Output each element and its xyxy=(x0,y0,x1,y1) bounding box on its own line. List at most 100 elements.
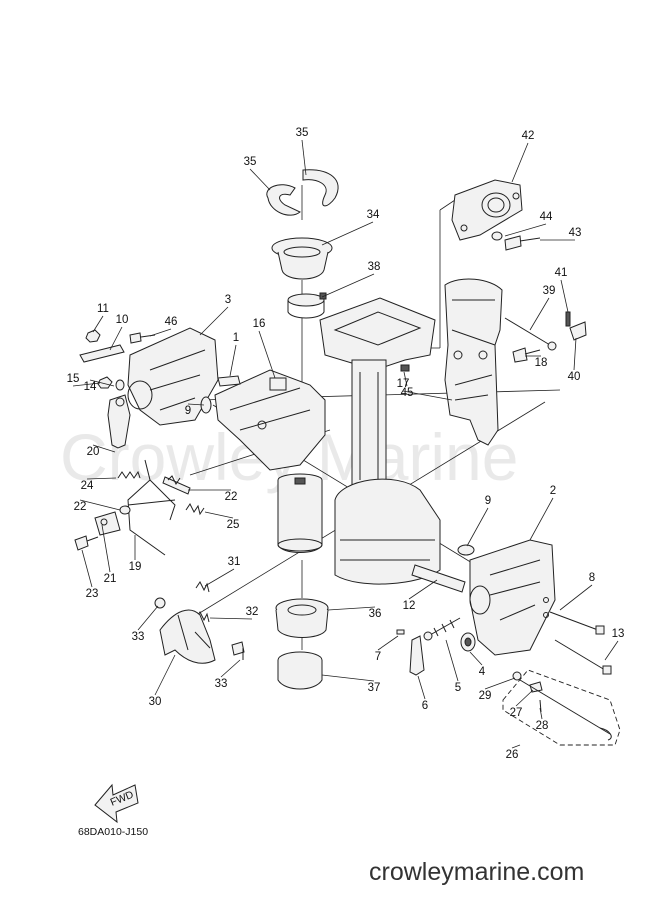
part-37-wrap xyxy=(277,651,323,690)
part-9-washer-right xyxy=(457,544,475,556)
callout-leader-32 xyxy=(209,617,253,620)
callout-42: 42 xyxy=(522,130,535,142)
callout-leader-9 xyxy=(466,507,489,547)
callout-leader-12 xyxy=(408,579,438,600)
part-26-kit xyxy=(502,669,621,746)
callout-9: 9 xyxy=(185,405,191,417)
callout-38: 38 xyxy=(368,261,381,273)
callout-leader-6 xyxy=(417,675,426,700)
part-small-left xyxy=(79,329,156,391)
callout-17: 17 xyxy=(397,378,410,390)
callout-leader-1 xyxy=(229,344,237,377)
callout-leader-33 xyxy=(137,605,159,631)
callout-45: 45 xyxy=(401,387,414,399)
callout-6: 6 xyxy=(422,700,428,712)
callout-44: 44 xyxy=(540,211,553,223)
callout-leader-10 xyxy=(109,326,123,351)
callout-leader-41 xyxy=(560,279,569,313)
callout-leader-13 xyxy=(604,640,619,661)
callout-12: 12 xyxy=(403,600,416,612)
callout-leader-24 xyxy=(86,477,117,480)
callout-22: 22 xyxy=(74,501,87,513)
footer-site: crowleymarine.com xyxy=(369,858,584,886)
callout-leader-42 xyxy=(511,142,529,183)
callout-leader-16 xyxy=(258,330,276,379)
callout-1: 1 xyxy=(233,332,239,344)
callout-leader-28 xyxy=(539,707,543,720)
callout-31: 31 xyxy=(228,556,241,568)
diagram-code: 68DA010-J150 xyxy=(78,826,148,838)
callout-leader-8 xyxy=(559,584,593,611)
callout-leader-31 xyxy=(204,568,235,587)
callout-leader-9 xyxy=(187,403,205,406)
part-19-rod xyxy=(127,459,176,556)
part-39-40-41-18 xyxy=(504,311,587,363)
callout-leader-22 xyxy=(79,499,121,511)
part-25-spring xyxy=(185,503,205,516)
part-21-23-bits xyxy=(74,505,131,551)
part-center-housing xyxy=(319,297,441,585)
part-4-cap xyxy=(460,632,476,652)
callout-leader-30 xyxy=(154,654,176,696)
part-33-bolts xyxy=(154,597,245,660)
callout-leader-3 xyxy=(199,306,229,336)
callout-25: 25 xyxy=(227,519,240,531)
callout-leader-17 xyxy=(402,390,453,401)
callout-leader-20 xyxy=(92,444,116,453)
part-30-tilt-lock xyxy=(159,609,216,664)
part-2-clamp-right xyxy=(469,539,556,656)
callout-13: 13 xyxy=(612,628,625,640)
callout-10: 10 xyxy=(116,314,129,326)
part-12-tube xyxy=(411,564,466,593)
callout-leader-45 xyxy=(403,371,408,387)
callout-leader-39 xyxy=(529,297,550,331)
callout-leader-7 xyxy=(377,635,399,651)
callout-14: 14 xyxy=(84,381,97,393)
callout-20: 20 xyxy=(87,446,100,458)
callout-leader-15 xyxy=(72,382,101,387)
callout-leader-35 xyxy=(249,168,271,191)
callout-leader-27 xyxy=(515,689,534,707)
part-20-lever xyxy=(107,394,131,449)
callout-leader-2 xyxy=(529,497,554,541)
callout-leader-25 xyxy=(204,511,234,519)
callout-leader-5 xyxy=(445,639,459,682)
callout-30: 30 xyxy=(149,696,162,708)
callout-leader-26 xyxy=(511,744,521,749)
part-swivel-tube xyxy=(277,473,323,553)
callout-21: 21 xyxy=(104,573,117,585)
callout-24: 24 xyxy=(81,480,94,492)
callout-22: 22 xyxy=(225,491,238,503)
callout-5: 5 xyxy=(455,682,461,694)
callout-leader-38 xyxy=(321,273,375,298)
callout-41: 41 xyxy=(555,267,568,279)
callout-19: 19 xyxy=(129,561,142,573)
callout-43: 43 xyxy=(569,227,582,239)
part-16-swivel xyxy=(214,369,326,471)
part-42-housing xyxy=(451,179,523,241)
callout-leader-23 xyxy=(81,549,93,588)
callout-11: 11 xyxy=(97,303,109,315)
part-1-label xyxy=(217,375,241,387)
callout-40: 40 xyxy=(568,371,581,383)
part-35-collar xyxy=(266,169,339,216)
callout-23: 23 xyxy=(86,588,99,600)
callout-leader-44 xyxy=(504,223,547,237)
part-22-spring-pin xyxy=(162,475,191,495)
callout-leader-11 xyxy=(92,315,104,333)
callout-leader-4 xyxy=(469,651,483,666)
callout-18: 18 xyxy=(535,357,548,369)
callout-29: 29 xyxy=(479,690,492,702)
callout-28: 28 xyxy=(536,720,549,732)
callout-4: 4 xyxy=(479,666,486,678)
callout-leader-34 xyxy=(321,221,374,246)
callout-leader-37 xyxy=(321,674,375,682)
part-8-13-bolts xyxy=(549,611,612,675)
callout-33: 33 xyxy=(215,678,228,690)
callout-leader-36 xyxy=(327,606,376,611)
part-5-6-7 xyxy=(396,617,461,676)
callout-2: 2 xyxy=(550,485,556,497)
